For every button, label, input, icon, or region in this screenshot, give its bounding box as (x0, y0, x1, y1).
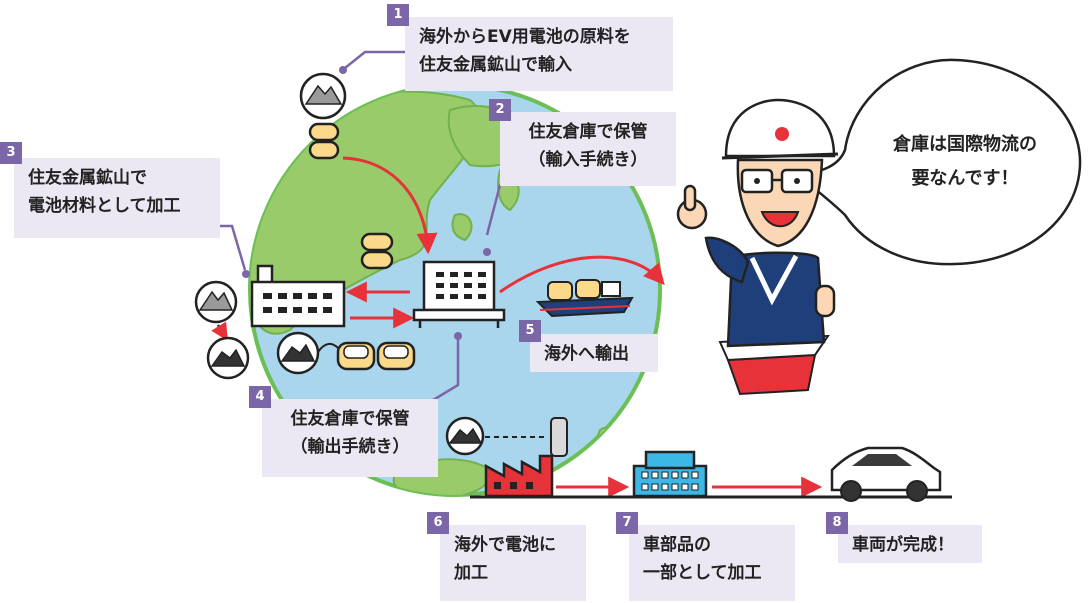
step-8-label: 車両が完成！ (838, 525, 982, 563)
car-icon (830, 446, 942, 502)
processing-plant-icon (194, 264, 346, 380)
step-3-label: 住友金属鉱山で電池材料として加工 (14, 158, 220, 238)
step-4-label: 住友倉庫で保管（輸出手続き） (262, 399, 438, 477)
step-3-badge: 3 (0, 142, 22, 164)
battery-factory-icon (445, 416, 568, 498)
step-6-label: 海外で電池に加工 (440, 525, 586, 601)
step-4-badge: 4 (249, 386, 271, 408)
step-1-badge: 1 (387, 4, 409, 26)
step-7-label: 車部品の一部として加工 (629, 525, 795, 601)
battery-material-icon (360, 232, 394, 270)
step-5-badge: 5 (519, 320, 541, 342)
step-6-badge: 6 (427, 512, 449, 534)
step-2-badge: 2 (489, 99, 511, 121)
ore-icon (299, 72, 347, 160)
speech-bubble (797, 58, 1082, 266)
step-8-badge: 8 (826, 512, 848, 534)
step-7-badge: 7 (616, 512, 638, 534)
flow-arrows (342, 156, 823, 498)
warehouse-icon (412, 260, 506, 328)
parts-factory-icon (632, 450, 708, 498)
battery-material-processed-icon (276, 331, 416, 375)
speech-text: 倉庫は国際物流の要なんです！ (893, 134, 1037, 189)
step-2-label: 住友倉庫で保管（輸入手続き） (500, 112, 676, 186)
step-5-label: 海外へ輸出 (530, 334, 658, 372)
cargo-ship-icon (535, 279, 634, 318)
step-1-label: 海外からEV用電池の原料を住友金属鉱山で輸入 (405, 17, 673, 91)
guide-character-icon (676, 98, 839, 396)
